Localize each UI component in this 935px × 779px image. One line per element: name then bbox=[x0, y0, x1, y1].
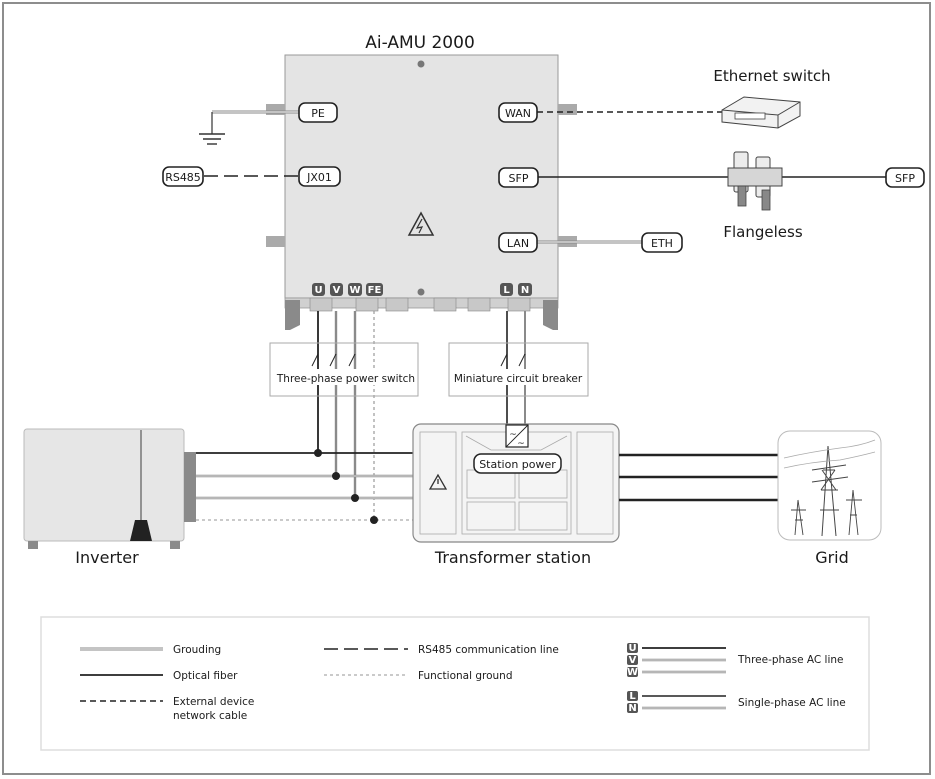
svg-text:Miniature circuit breaker: Miniature circuit breaker bbox=[454, 373, 583, 385]
svg-text:PE: PE bbox=[311, 107, 325, 120]
svg-text:W: W bbox=[627, 667, 638, 678]
svg-text:FE: FE bbox=[368, 285, 382, 296]
three-phase-switch-box: Three-phase power switch bbox=[269, 342, 419, 397]
legend-single-phase-ac: L N Single-phase AC line bbox=[627, 691, 846, 714]
legend-optical-fiber: Optical fiber bbox=[80, 670, 238, 682]
flangeless-connector-icon bbox=[727, 151, 783, 211]
svg-text:U: U bbox=[314, 285, 322, 296]
inverter-label: Inverter bbox=[75, 548, 139, 567]
legend-box bbox=[40, 616, 870, 751]
mcb-box: Miniature circuit breaker bbox=[448, 342, 589, 397]
transformer-icon: ~ ~ bbox=[505, 424, 529, 449]
port-eth: ETH bbox=[641, 232, 683, 253]
terminal-u: U bbox=[312, 283, 325, 296]
svg-text:Three-phase power switch: Three-phase power switch bbox=[276, 373, 415, 385]
svg-text:SFP: SFP bbox=[509, 172, 529, 185]
three-phase-drop-lines bbox=[317, 311, 375, 520]
svg-text:N: N bbox=[521, 285, 529, 296]
svg-text:ETH: ETH bbox=[651, 237, 673, 250]
single-phase-drop-lines bbox=[506, 311, 526, 426]
terminal-l: L bbox=[500, 283, 513, 296]
legend-rs485-line: RS485 communication line bbox=[324, 644, 559, 656]
grid-label: Grid bbox=[815, 548, 849, 567]
svg-text:SFP: SFP bbox=[895, 172, 915, 185]
port-pe: PE bbox=[298, 102, 338, 123]
svg-text:U: U bbox=[628, 643, 636, 654]
svg-text:Optical fiber: Optical fiber bbox=[173, 670, 238, 682]
port-rs485: RS485 bbox=[162, 166, 204, 187]
port-jx01: JX01 bbox=[298, 166, 341, 187]
ac-lines-inverter bbox=[196, 449, 413, 524]
port-sfp-left: SFP bbox=[498, 167, 539, 188]
transmission-tower-icon bbox=[777, 430, 882, 541]
legend-functional-ground: Functional ground bbox=[324, 670, 513, 682]
station-power-label: Station power bbox=[473, 453, 562, 474]
ethernet-switch-icon bbox=[721, 96, 801, 129]
svg-text:~: ~ bbox=[509, 430, 517, 440]
port-wan: WAN bbox=[498, 102, 538, 123]
terminal-fe: FE bbox=[366, 283, 383, 296]
ground-icon bbox=[199, 110, 301, 145]
switch-icon bbox=[311, 353, 356, 367]
terminal-n: N bbox=[518, 283, 532, 296]
svg-text:RS485 communication line: RS485 communication line bbox=[418, 644, 559, 656]
svg-text:RS485: RS485 bbox=[165, 171, 201, 184]
ac-lines-grid bbox=[619, 453, 778, 502]
svg-text:JX01: JX01 bbox=[306, 171, 332, 184]
svg-text:~: ~ bbox=[517, 439, 525, 449]
inverter-icon bbox=[23, 428, 196, 549]
svg-text:Grouding: Grouding bbox=[173, 644, 221, 656]
svg-text:Functional ground: Functional ground bbox=[418, 670, 513, 682]
legend-external-cable: External device network cable bbox=[80, 696, 254, 722]
ethernet-switch-label: Ethernet switch bbox=[713, 67, 830, 85]
svg-text:LAN: LAN bbox=[507, 237, 529, 250]
legend-three-phase-ac: U V W Three-phase AC line bbox=[627, 643, 844, 678]
svg-text:W: W bbox=[349, 285, 360, 296]
svg-text:L: L bbox=[503, 285, 510, 296]
svg-text:V: V bbox=[333, 285, 341, 296]
svg-text:Single-phase AC line: Single-phase AC line bbox=[738, 697, 846, 709]
terminal-v: V bbox=[330, 283, 343, 296]
svg-text:V: V bbox=[629, 655, 637, 666]
svg-text:Three-phase AC line: Three-phase AC line bbox=[737, 654, 844, 666]
transformer-station-label: Transformer station bbox=[434, 548, 591, 567]
svg-text:Station power: Station power bbox=[479, 458, 556, 471]
flangeless-label: Flangeless bbox=[723, 223, 802, 241]
port-sfp-right: SFP bbox=[885, 167, 925, 188]
svg-text:N: N bbox=[628, 703, 636, 714]
svg-text:network cable: network cable bbox=[173, 710, 247, 722]
port-lan: LAN bbox=[498, 232, 538, 253]
warning-icon bbox=[407, 211, 435, 236]
legend-grounding: Grouding bbox=[80, 644, 221, 656]
svg-text:L: L bbox=[629, 691, 636, 702]
terminal-w: W bbox=[348, 283, 362, 296]
device-title: Ai-AMU 2000 bbox=[365, 33, 475, 53]
svg-text:WAN: WAN bbox=[505, 107, 531, 120]
svg-text:External device: External device bbox=[173, 696, 254, 708]
